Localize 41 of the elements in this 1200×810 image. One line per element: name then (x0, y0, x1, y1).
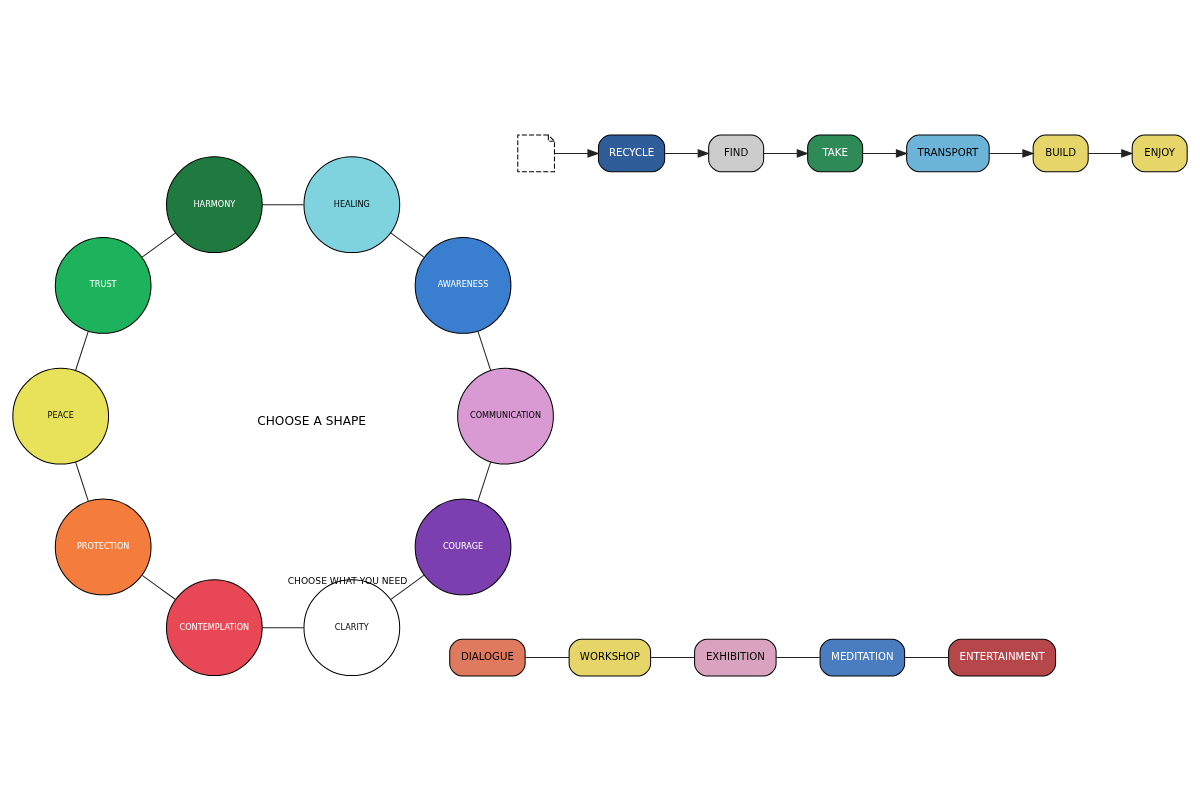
arrow (1087, 148, 1134, 158)
node-box: TAKE (807, 134, 864, 172)
node-circle: HEALING (303, 155, 401, 253)
connector (524, 656, 570, 658)
node-box: WORKSHOP (568, 638, 652, 676)
node-box: RECYCLE (597, 134, 666, 172)
node-circle: COMMUNICATION (457, 367, 554, 465)
node-circle: AWARENESS (414, 236, 512, 334)
connector (650, 656, 696, 658)
node-circle: COURAGE (414, 498, 512, 595)
node-circle: TRUST (54, 236, 152, 334)
connector (75, 461, 89, 502)
node-box: EXHIBITION (694, 638, 777, 676)
node-circle: PROTECTION (54, 498, 152, 595)
node-circle: PEACE (12, 367, 110, 465)
node-circle: CONTEMPLATION (166, 578, 263, 676)
connector (477, 460, 492, 501)
connector (904, 656, 950, 658)
node-box: BUILD (1032, 134, 1089, 172)
arrow (664, 148, 710, 158)
connector (75, 330, 89, 371)
node-circle: HARMONY (166, 155, 263, 253)
arrow (862, 148, 909, 158)
node-box: ENJOY (1131, 134, 1188, 172)
connector (390, 231, 425, 258)
arrow (554, 148, 600, 158)
connector (390, 574, 425, 600)
connector (141, 574, 176, 600)
node-box: ENTERTAINMENT (948, 638, 1057, 676)
connector (141, 232, 176, 258)
node-box: FIND (708, 134, 765, 172)
arrow (988, 148, 1035, 158)
node-box: TRANSPORT (906, 134, 990, 172)
label: CHOOSE A SHAPE (257, 413, 367, 428)
connector (775, 656, 821, 658)
connector (477, 330, 492, 371)
connector (262, 626, 305, 628)
node-box: DIALOGUE (449, 638, 526, 676)
connector (261, 203, 305, 205)
arrow (763, 148, 809, 158)
node-box: MEDITATION (819, 638, 906, 676)
